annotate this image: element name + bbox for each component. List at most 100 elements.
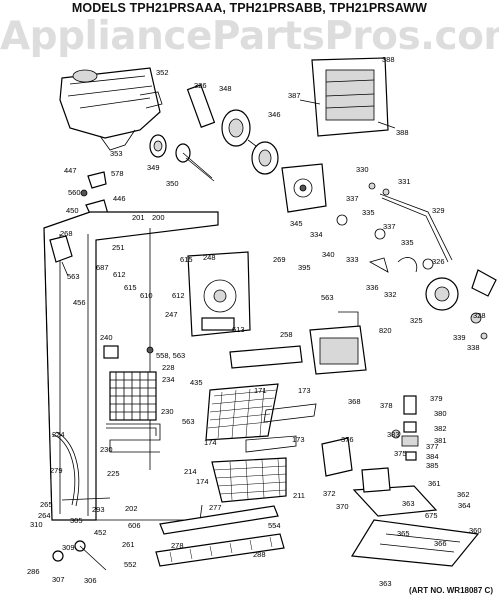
part-label-563-lower: 563 bbox=[182, 417, 195, 426]
part-label-230-lower: 230 bbox=[100, 445, 113, 454]
part-label-452: 452 bbox=[94, 528, 107, 537]
small-clips-drawing bbox=[80, 171, 109, 219]
part-label-309: 309 bbox=[62, 543, 75, 552]
part-label-372: 372 bbox=[323, 489, 336, 498]
part-label-202: 202 bbox=[125, 504, 138, 513]
part-label-305: 305 bbox=[70, 516, 83, 525]
part-label-378: 378 bbox=[380, 401, 393, 410]
part-label-173-upper: 173 bbox=[298, 386, 311, 395]
part-label-331: 331 bbox=[398, 177, 411, 186]
part-label-240: 240 bbox=[100, 333, 113, 342]
part-label-363-lower: 363 bbox=[379, 579, 392, 588]
part-label-211: 211 bbox=[293, 491, 305, 500]
part-label-613: 613 bbox=[232, 325, 245, 334]
part-label-366: 366 bbox=[434, 539, 447, 548]
part-label-230-upper: 230 bbox=[161, 407, 174, 416]
part-label-687: 687 bbox=[96, 263, 109, 272]
motor-plate-drawing bbox=[281, 163, 327, 213]
part-label-612-upper: 612 bbox=[113, 270, 126, 279]
part-label-286: 286 bbox=[27, 567, 40, 576]
part-label-361: 361 bbox=[428, 479, 441, 488]
part-label-348: 348 bbox=[219, 84, 232, 93]
part-labels: 352 326 348 346 387 388 388 353 349 350 … bbox=[27, 55, 486, 588]
part-label-248: 248 bbox=[203, 253, 216, 262]
part-label-335-lower: 335 bbox=[401, 238, 414, 247]
part-label-234: 234 bbox=[162, 375, 175, 384]
part-label-368: 368 bbox=[348, 397, 361, 406]
part-label-606: 606 bbox=[128, 521, 141, 530]
drain-pan-drawing bbox=[350, 485, 480, 567]
part-label-334: 334 bbox=[310, 230, 323, 239]
part-label-173-lower: 173 bbox=[292, 435, 305, 444]
light-socket-drawing bbox=[49, 235, 73, 277]
part-label-288: 288 bbox=[253, 550, 266, 559]
part-label-336: 336 bbox=[366, 283, 379, 292]
part-label-247: 247 bbox=[165, 310, 178, 319]
part-label-225: 225 bbox=[107, 469, 120, 478]
part-label-214: 214 bbox=[184, 467, 197, 476]
part-label-340: 340 bbox=[322, 250, 335, 259]
part-label-612-lower: 612 bbox=[172, 291, 185, 300]
part-label-552: 552 bbox=[124, 560, 137, 569]
part-label-388-bottom: 388 bbox=[396, 128, 409, 137]
part-label-388-top: 388 bbox=[382, 55, 395, 64]
part-label-349: 349 bbox=[147, 163, 160, 172]
part-label-293: 293 bbox=[92, 505, 105, 514]
dispenser-housing-drawing bbox=[299, 57, 396, 137]
part-label-329: 329 bbox=[432, 206, 445, 215]
part-label-251: 251 bbox=[112, 243, 125, 252]
part-label-395: 395 bbox=[298, 263, 311, 272]
icemaker-drawing bbox=[229, 311, 367, 375]
part-label-339: 339 bbox=[453, 333, 466, 342]
part-label-258: 258 bbox=[280, 330, 293, 339]
water-valve-drawing bbox=[425, 269, 497, 340]
leveler-drawing bbox=[52, 540, 107, 571]
part-label-578: 578 bbox=[111, 169, 124, 178]
part-label-558-563: 558, 563 bbox=[156, 351, 185, 360]
part-label-379: 379 bbox=[430, 394, 443, 403]
part-label-376: 376 bbox=[341, 435, 354, 444]
switches-drawing bbox=[391, 395, 419, 461]
bottom-rails-drawing bbox=[155, 505, 285, 567]
part-label-380: 380 bbox=[434, 409, 447, 418]
part-label-265: 265 bbox=[40, 500, 53, 509]
part-label-333: 333 bbox=[346, 255, 359, 264]
part-label-261: 261 bbox=[122, 540, 135, 549]
part-label-560: 560 bbox=[68, 188, 81, 197]
part-label-352: 352 bbox=[156, 68, 169, 77]
part-label-200: 200 bbox=[152, 213, 165, 222]
part-label-201: 201 bbox=[132, 213, 145, 222]
auger-motor-drawing bbox=[149, 134, 215, 182]
water-tube-drawing bbox=[51, 431, 111, 507]
part-label-450: 450 bbox=[66, 206, 79, 215]
part-label-174-lower: 174 bbox=[196, 477, 209, 486]
part-label-377: 377 bbox=[426, 442, 439, 451]
part-label-364: 364 bbox=[458, 501, 471, 510]
part-label-345: 345 bbox=[290, 219, 303, 228]
part-label-365: 365 bbox=[397, 529, 410, 538]
part-label-332: 332 bbox=[384, 290, 397, 299]
part-label-447: 447 bbox=[64, 166, 77, 175]
part-label-228: 228 bbox=[162, 363, 175, 372]
linkage-rod-drawing bbox=[368, 182, 453, 263]
part-label-224: 224 bbox=[52, 430, 65, 439]
part-label-325: 325 bbox=[410, 316, 423, 325]
part-label-328: 328 bbox=[473, 311, 486, 320]
part-label-363-upper: 363 bbox=[402, 499, 415, 508]
ice-bucket-drawing bbox=[59, 67, 163, 151]
part-label-279: 279 bbox=[50, 466, 63, 475]
part-label-387: 387 bbox=[288, 91, 301, 100]
fan-shroud-drawing bbox=[187, 251, 251, 337]
part-label-385: 385 bbox=[426, 461, 439, 470]
part-label-435: 435 bbox=[190, 378, 203, 387]
part-label-563-left: 563 bbox=[67, 272, 80, 281]
part-label-174-upper: 174 bbox=[204, 438, 217, 447]
part-label-384: 384 bbox=[426, 452, 439, 461]
part-label-456: 456 bbox=[73, 298, 86, 307]
part-label-171: 171 bbox=[254, 386, 267, 395]
part-label-353: 353 bbox=[110, 149, 123, 158]
part-label-375: 375 bbox=[394, 449, 407, 458]
part-label-360: 360 bbox=[469, 526, 482, 535]
defrost-heater-drawing bbox=[106, 423, 161, 453]
part-label-326-right: 326 bbox=[432, 257, 445, 266]
